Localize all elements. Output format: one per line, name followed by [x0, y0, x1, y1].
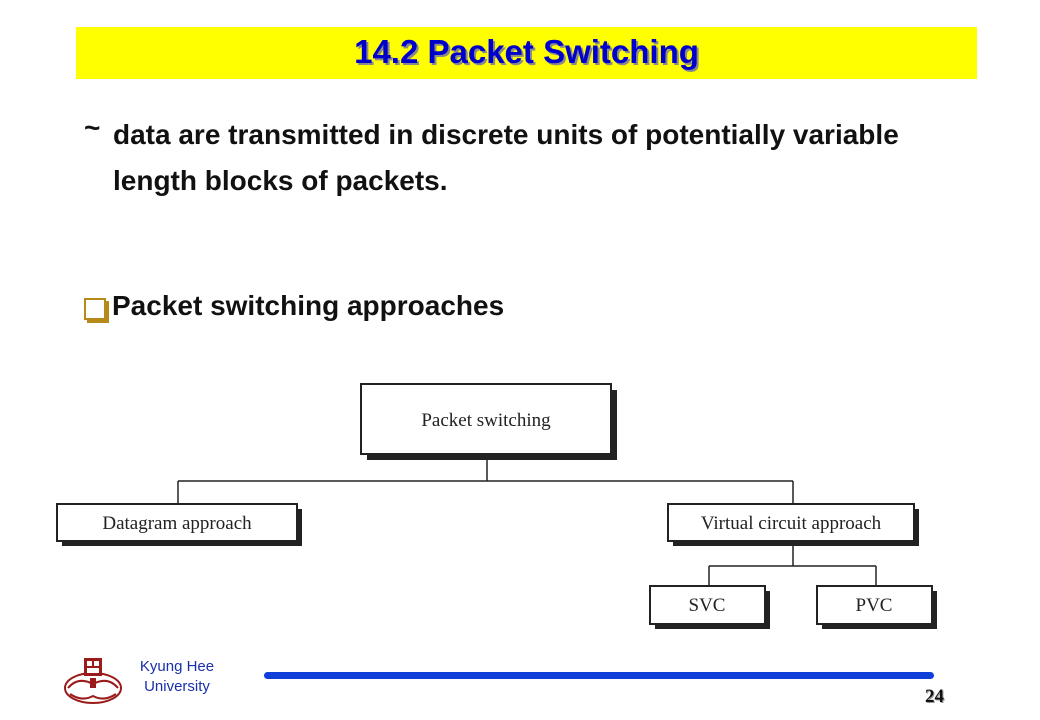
node-pvc: PVC — [816, 585, 937, 629]
university-line-1: Kyung Hee — [139, 658, 215, 675]
footer-bar — [264, 672, 934, 679]
university-name: Kyung Hee University — [130, 657, 224, 697]
node-label-root: Packet switching — [421, 410, 551, 431]
subheading: Packet switching approaches — [112, 290, 505, 321]
node-svc: SVC — [649, 585, 770, 629]
slide-title: 14.2 Packet Switching — [354, 33, 699, 70]
university-logo-icon — [64, 658, 122, 704]
node-label-svc: SVC — [689, 595, 726, 616]
node-datagram-approach: Datagram approach — [56, 503, 302, 546]
bullet-text: data are transmitted in discrete units o… — [113, 119, 899, 196]
diagram-connectors — [177, 455, 877, 586]
node-virtual-circuit-approach: Virtual circuit approach — [667, 503, 919, 546]
checkbox-bullet-icon — [84, 298, 106, 320]
node-label-virtual-circuit: Virtual circuit approach — [701, 513, 882, 534]
university-line-2: University — [144, 678, 210, 695]
node-packet-switching: Packet switching — [360, 383, 617, 460]
title-bar: 14.2 Packet Switching — [76, 27, 977, 79]
bullet-marker: ~ — [84, 112, 101, 143]
node-label-datagram: Datagram approach — [102, 513, 252, 534]
node-label-pvc: PVC — [856, 595, 893, 616]
page-number: 24 — [925, 686, 944, 707]
